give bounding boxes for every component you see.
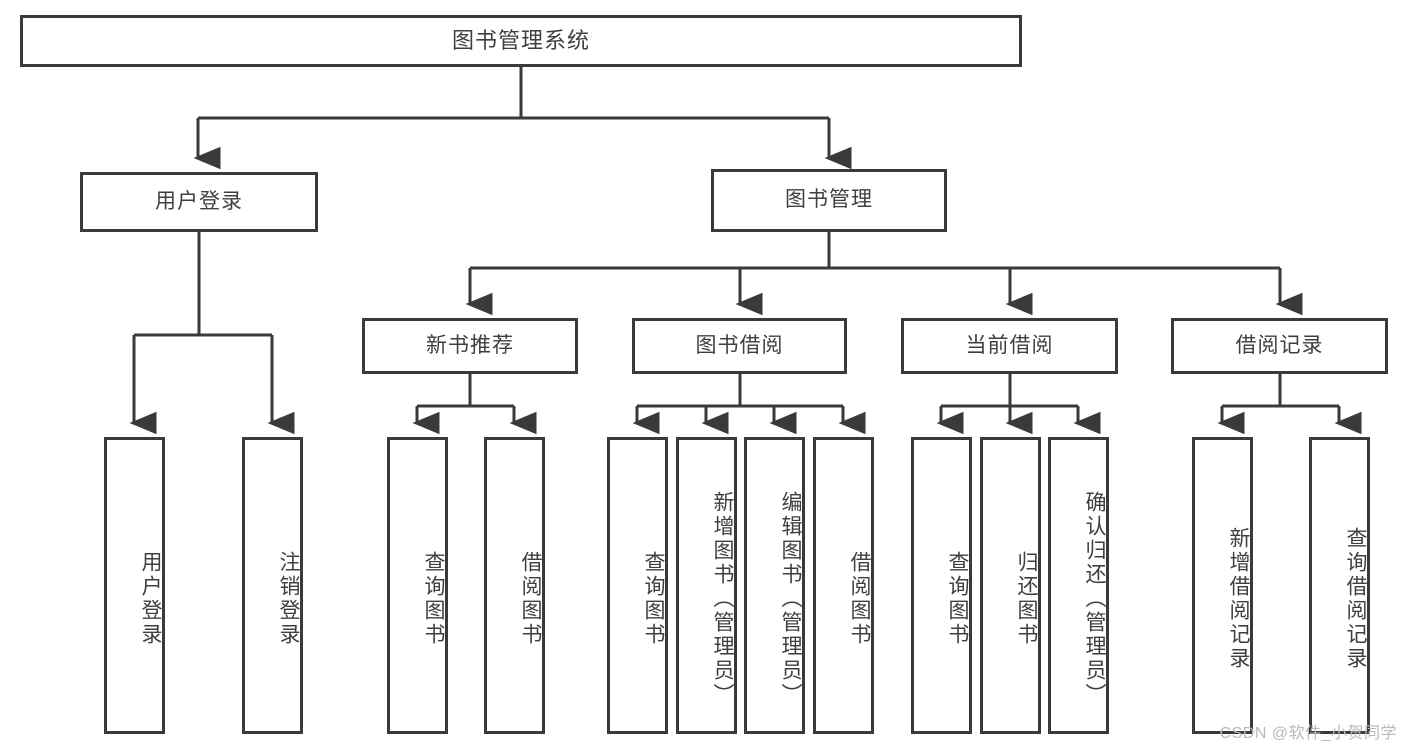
node-leaf-confirm-return[interactable]: 确认归还（管理员） (1048, 437, 1109, 734)
node-label: 借阅图书 (519, 550, 542, 647)
node-leaf-edit-book[interactable]: 编辑图书（管理员） (744, 437, 805, 734)
node-label: 借阅图书 (848, 550, 871, 647)
node-label: 图书管理 (785, 188, 873, 212)
node-user-login[interactable]: 用户登录 (80, 172, 318, 232)
node-leaf-query-record[interactable]: 查询借阅记录 (1309, 437, 1370, 734)
node-book-management-system[interactable]: 图书管理系统 (20, 15, 1022, 67)
node-label: 编辑图书（管理员） (779, 490, 802, 707)
node-borrow-record[interactable]: 借阅记录 (1171, 318, 1388, 374)
node-label: 新增图书（管理员） (711, 490, 734, 707)
node-label: 查询借阅记录 (1344, 526, 1367, 671)
node-label: 注销登录 (277, 550, 300, 647)
node-leaf-query-book-2[interactable]: 查询图书 (607, 437, 668, 734)
node-label: 查询图书 (642, 550, 665, 647)
node-leaf-borrow-book-2[interactable]: 借阅图书 (813, 437, 874, 734)
node-label: 确认归还（管理员） (1083, 490, 1106, 707)
node-leaf-user-login[interactable]: 用户登录 (104, 437, 165, 734)
node-label: 新书推荐 (426, 333, 514, 357)
node-label: 图书借阅 (695, 333, 784, 357)
node-label: 新增借阅记录 (1227, 526, 1250, 671)
node-label: 归还图书 (1015, 550, 1038, 647)
node-label: 用户登录 (155, 189, 243, 213)
node-leaf-logout-login[interactable]: 注销登录 (242, 437, 303, 734)
node-leaf-borrow-book-1[interactable]: 借阅图书 (484, 437, 545, 734)
node-leaf-add-book[interactable]: 新增图书（管理员） (676, 437, 737, 734)
node-book-manage[interactable]: 图书管理 (711, 169, 947, 232)
node-label: 查询图书 (946, 550, 969, 647)
node-label: 当前借阅 (965, 333, 1054, 357)
node-label: 查询图书 (422, 550, 445, 647)
node-current-borrow[interactable]: 当前借阅 (901, 318, 1118, 374)
node-label: 借阅记录 (1235, 333, 1324, 357)
node-leaf-query-book-3[interactable]: 查询图书 (911, 437, 972, 734)
node-leaf-return-book[interactable]: 归还图书 (980, 437, 1041, 734)
node-leaf-query-book-1[interactable]: 查询图书 (387, 437, 448, 734)
node-label: 用户登录 (139, 550, 162, 647)
node-new-book-recommend[interactable]: 新书推荐 (362, 318, 578, 374)
node-label: 图书管理系统 (451, 28, 590, 54)
node-leaf-add-record[interactable]: 新增借阅记录 (1192, 437, 1253, 734)
node-book-borrow[interactable]: 图书借阅 (632, 318, 847, 374)
watermark: CSDN @软件_小贺同学 (1219, 725, 1397, 742)
